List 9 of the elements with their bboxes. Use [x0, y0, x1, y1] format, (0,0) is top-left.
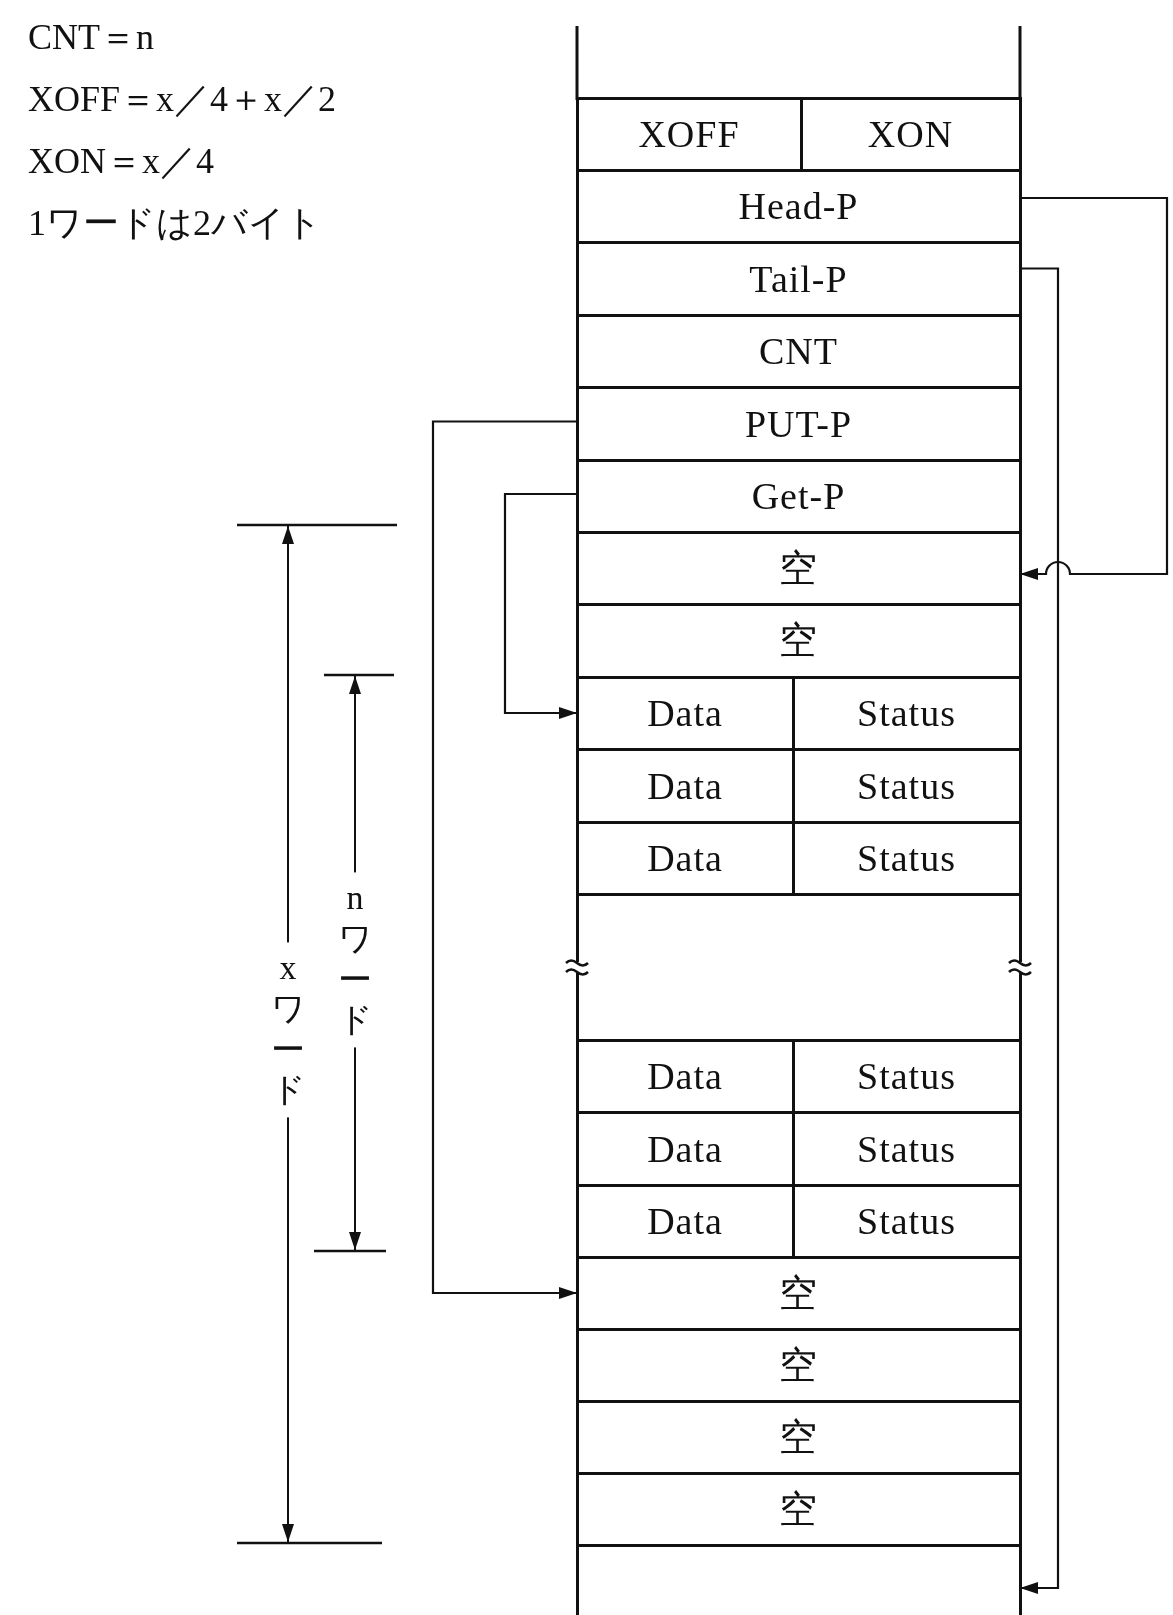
formula-note: XOFF＝x／4＋x／2 [28, 80, 337, 120]
formula-note: XON＝x／4 [28, 142, 214, 182]
arrow [503, 492, 577, 719]
arrow [1020, 196, 1169, 580]
arrow [1020, 267, 1060, 1594]
formula-note: 1ワードは2バイト [28, 204, 322, 244]
memory-cell: XOFF [575, 96, 803, 172]
arrow [431, 420, 577, 1299]
formula-note: CNT＝n [28, 18, 154, 58]
